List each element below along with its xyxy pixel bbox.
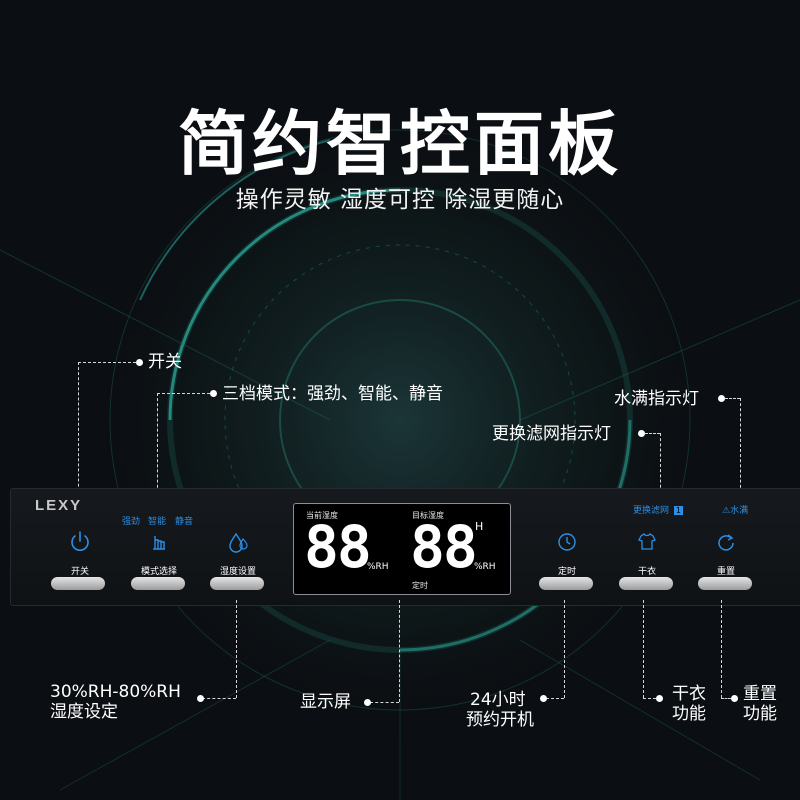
filter-indicator: 更换滤网 1	[633, 503, 683, 516]
page-title: 简约智控面板	[178, 103, 622, 185]
reset-button-label: 重置	[716, 567, 735, 577]
display-annotation: 显示屏	[300, 692, 351, 712]
mode-annotation: 三档模式：强劲、智能、静音	[222, 384, 443, 404]
power-icon[interactable]	[65, 527, 95, 557]
reset-leader-v	[721, 600, 722, 698]
clock-icon[interactable]	[552, 527, 582, 557]
filter-indicator-label: 更换滤网	[633, 506, 670, 516]
mode-button-label: 模式选择	[140, 567, 177, 577]
humidity-leader-v	[236, 600, 237, 698]
warning-icon: ⚠	[722, 506, 731, 516]
filter-leader-v	[660, 433, 661, 498]
filter-annotation: 更换滤网指示灯	[492, 424, 611, 444]
reset-button[interactable]	[698, 577, 752, 590]
water-leader-h	[725, 398, 740, 399]
humidity-button[interactable]	[210, 577, 264, 590]
dry-button-label: 干衣	[637, 567, 656, 577]
display-callout-dot	[364, 699, 371, 706]
reset-leader-h	[721, 698, 731, 699]
power-button-label: 开关	[70, 567, 89, 577]
power-button[interactable]	[51, 577, 105, 590]
water-full-annotation: 水满指示灯	[614, 389, 699, 409]
humidity-annotation-line1: 30%RH-80%RH	[50, 682, 181, 702]
mode-button[interactable]	[131, 577, 185, 590]
water-full-label: 水满	[730, 506, 749, 516]
current-humidity-label: 当前湿度	[306, 511, 338, 520]
reset-callout-dot	[731, 695, 738, 702]
reset-annotation-line1: 重置	[743, 684, 777, 704]
humidity-button-label: 湿度设置	[219, 567, 256, 577]
brand-logo: LEXY	[35, 497, 83, 514]
timer-button-label: 定时	[557, 567, 576, 577]
timer-screen-label: 定时	[412, 581, 428, 590]
display-leader-h	[370, 702, 399, 703]
hour-mark: H	[475, 520, 484, 533]
power-annotation: 开关	[148, 352, 182, 372]
humidity-callout-dot	[197, 695, 204, 702]
timer-callout-dot	[540, 695, 547, 702]
power-leader-v	[78, 362, 79, 517]
target-humidity-label: 目标湿度	[412, 511, 444, 520]
mode-leader-h	[157, 393, 210, 394]
dry-annotation-line1: 干衣	[672, 684, 706, 704]
mode-label-quiet: 静音	[175, 517, 194, 527]
mode-callout-dot	[210, 390, 217, 397]
filter-callout-dot	[638, 430, 645, 437]
target-humidity-digits: 88	[410, 513, 478, 581]
power-callout-dot	[136, 359, 143, 366]
humidity-annotation-line2: 湿度设定	[50, 702, 118, 722]
current-humidity-unit: %RH	[367, 562, 389, 572]
timer-annotation-line2: 预约开机	[466, 710, 534, 730]
timer-annotation-line1: 24小时	[470, 690, 526, 710]
timer-button[interactable]	[539, 577, 593, 590]
dry-callout-dot	[656, 695, 663, 702]
target-humidity-unit: %RH	[474, 562, 496, 572]
water-full-indicator: ⚠水满	[722, 503, 748, 516]
filter-leader-h	[645, 433, 660, 434]
dry-leader-v	[643, 600, 644, 698]
timer-leader-h	[546, 698, 564, 699]
dry-button[interactable]	[619, 577, 673, 590]
humidity-leader-h	[202, 698, 236, 699]
dry-annotation-line2: 功能	[672, 704, 706, 724]
hand-icon[interactable]	[144, 527, 174, 557]
water-callout-dot	[718, 395, 725, 402]
display-screen: 当前湿度 目标湿度 88 %RH 88 H %RH 定时	[293, 503, 511, 595]
shirt-icon[interactable]	[632, 527, 662, 557]
mode-label-strong: 强劲	[122, 517, 141, 527]
filter-badge: 1	[673, 506, 683, 515]
mode-label-smart: 智能	[148, 517, 167, 527]
page-subtitle: 操作灵敏 湿度可控 除湿更随心	[235, 187, 565, 213]
water-drop-icon[interactable]	[223, 527, 253, 557]
current-humidity-digits: 88	[304, 513, 372, 581]
control-panel: LEXY 强劲 智能 静音 更换滤网 1 ⚠水满 开关 模式选择 湿度设置 当前…	[10, 488, 800, 606]
reset-icon[interactable]	[711, 527, 741, 557]
mode-leader-v	[157, 393, 158, 503]
dry-leader-h	[643, 698, 656, 699]
power-leader-h	[78, 362, 136, 363]
reset-annotation-line2: 功能	[743, 704, 777, 724]
display-leader-v	[399, 600, 400, 702]
timer-leader-v	[564, 600, 565, 698]
water-leader-v	[740, 398, 741, 498]
